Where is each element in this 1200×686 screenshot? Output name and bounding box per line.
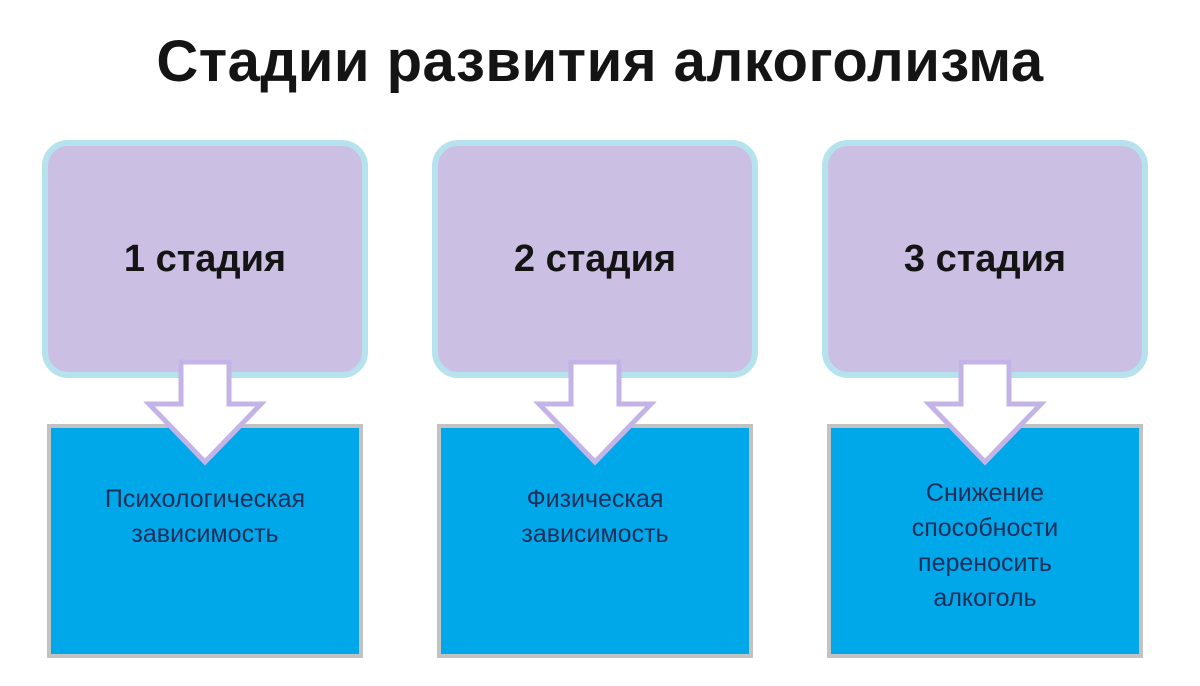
diagram-title: Стадии развития алкоголизма [156,29,1044,94]
stage-box-2: 2 стадия [432,140,758,378]
stage-label-2: 2 стадия [513,237,677,280]
stage-column-3: 3 стадия Снижение способности переносить… [822,140,1152,660]
stage-column-2: 2 стадия Физическая зависимость [432,140,762,660]
stage-column-1: 1 стадия Психологическая зависимость [42,140,372,660]
down-arrow-icon [923,359,1047,466]
stage-label-1: 1 стадия [123,237,287,280]
down-arrow-icon [143,359,267,466]
result-text-3: Снижение способности переносить алкоголь [911,479,1059,612]
down-arrow-icon [533,359,657,466]
result-text-1: Психологическая зависимость [104,485,306,548]
result-text-2: Физическая зависимость [521,485,669,548]
stage-box-1: 1 стадия [42,140,368,378]
stage-box-3: 3 стадия [822,140,1148,378]
stage-label-3: 3 стадия [903,237,1067,280]
